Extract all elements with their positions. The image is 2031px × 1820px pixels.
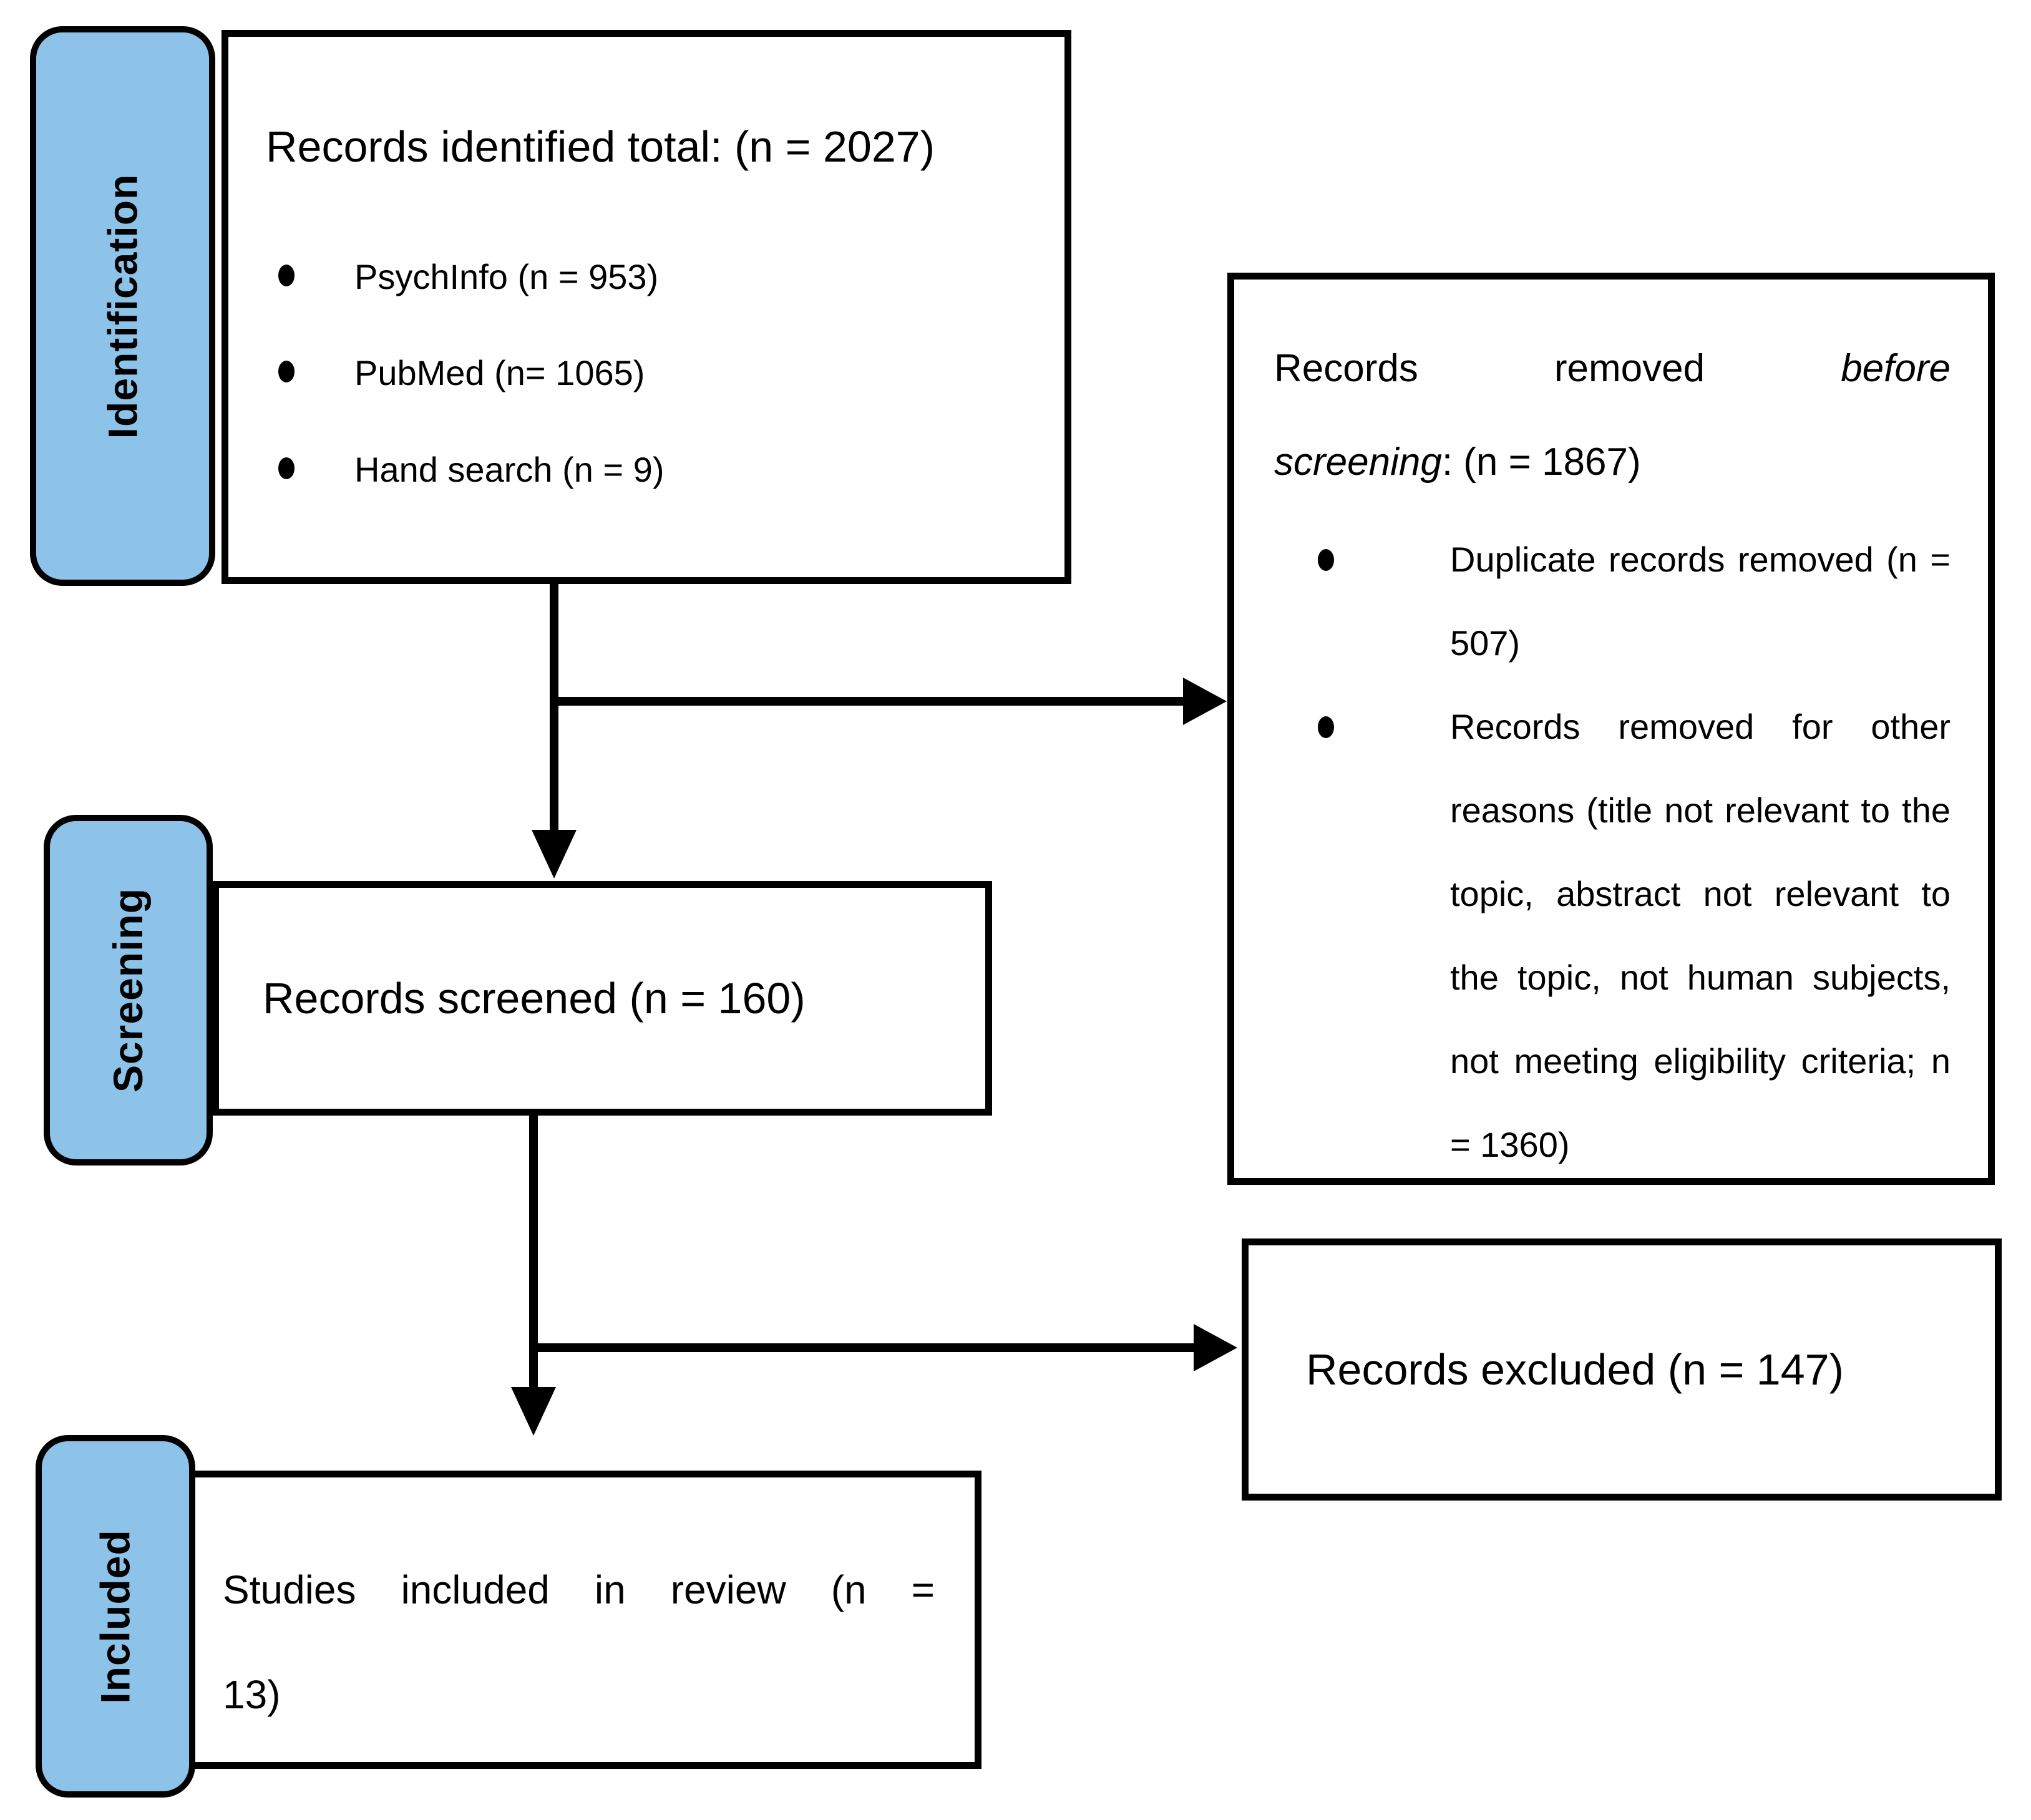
bullet-duplicates-removed-label: Duplicate records removed (n = 507) — [1450, 540, 1951, 663]
stage-label-screening: Screening — [44, 815, 213, 1165]
bullet-psychinfo-label: PsychInfo (n = 953) — [354, 257, 659, 296]
bullet-dot-icon — [278, 457, 295, 479]
records-removed-title-italic2: screening — [1274, 440, 1442, 484]
bullet-dot-icon — [1318, 549, 1334, 571]
bullet-pubmed: PubMed (n= 1065) — [278, 353, 1028, 393]
stage-label-identification: Identification — [30, 26, 215, 586]
studies-included-title-line1: Studies included in review (n = — [223, 1567, 935, 1612]
bullet-dot-icon — [1318, 716, 1334, 738]
bullet-dot-icon — [278, 361, 295, 383]
arrowhead-down-to-screened — [532, 830, 577, 878]
bullet-psychinfo: PsychInfo (n = 953) — [278, 257, 1028, 297]
records-screened-title: Records screened (n = 160) — [263, 973, 806, 1023]
stage-label-identification-text: Identification — [99, 173, 146, 439]
records-identified-title: Records identified total: (n = 2027) — [266, 122, 935, 171]
records-removed-bullet-list: Duplicate records removed (n = 507) Reco… — [1274, 518, 1951, 1187]
stage-label-included: Included — [36, 1435, 195, 1798]
stage-label-included-text: Included — [92, 1529, 139, 1704]
bullet-other-reasons: Records removed for other reasons (title… — [1318, 685, 1951, 1187]
stage-label-screening-text: Screening — [105, 887, 152, 1093]
bullet-duplicates-removed: Duplicate records removed (n = 507) — [1318, 518, 1951, 685]
records-removed-title-italic: before — [1841, 347, 1951, 390]
records-removed-title-line1: Records removed before — [1274, 322, 1951, 416]
arrowhead-right-to-excluded — [1194, 1324, 1237, 1371]
records-excluded-title: Records excluded (n = 147) — [1306, 1345, 1844, 1394]
records-removed-title-line2: screening: (n = 1867) — [1274, 416, 1951, 509]
box-records-identified: Records identified total: (n = 2027) Psy… — [222, 30, 1071, 584]
bullet-dot-icon — [278, 265, 295, 286]
arrowhead-right-to-removed — [1183, 678, 1227, 725]
box-records-excluded: Records excluded (n = 147) — [1242, 1238, 2002, 1501]
box-records-removed-before-screening: Records removed before screening: (n = 1… — [1227, 273, 1995, 1185]
arrowhead-down-to-included — [511, 1387, 556, 1436]
studies-included-title-line2: 13) — [223, 1672, 281, 1717]
arrow-line-to-removed — [554, 697, 1186, 706]
arrow-line-to-excluded — [533, 1343, 1196, 1352]
records-removed-title-regular: Records removed — [1274, 347, 1705, 390]
bullet-hand-search: Hand search (n = 9) — [278, 449, 1028, 490]
records-removed-title-count: : (n = 1867) — [1441, 440, 1641, 484]
bullet-pubmed-label: PubMed (n= 1065) — [354, 353, 645, 393]
records-identified-bullet-list: PsychInfo (n = 953) PubMed (n= 1065) Han… — [266, 257, 1028, 490]
bullet-hand-search-label: Hand search (n = 9) — [354, 449, 665, 489]
bullet-other-reasons-label: Records removed for other reasons (title… — [1450, 707, 1951, 1164]
box-records-screened: Records screened (n = 160) — [212, 881, 992, 1116]
arrow-line-identified-down — [550, 580, 558, 831]
box-studies-included: Studies included in review (n = 13) — [187, 1471, 981, 1769]
arrow-line-screened-down — [529, 1112, 538, 1388]
